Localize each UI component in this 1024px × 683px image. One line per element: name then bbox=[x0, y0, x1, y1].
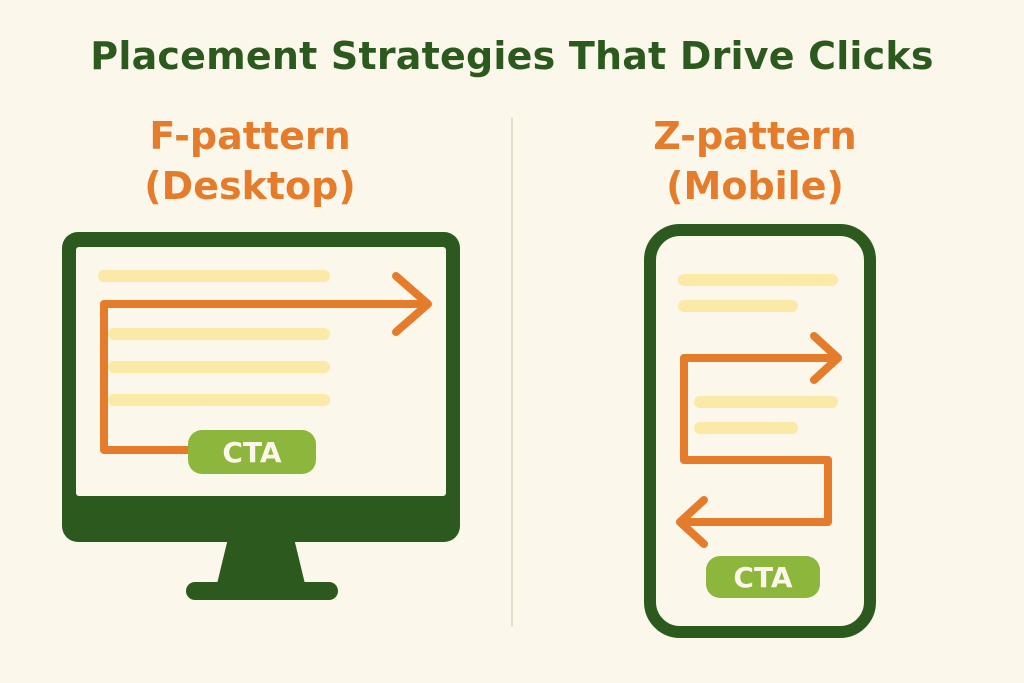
z-pattern-heading-line2: (Mobile) bbox=[666, 164, 844, 208]
f-pattern-heading: F-pattern (Desktop) bbox=[100, 111, 400, 211]
text-line bbox=[678, 300, 798, 312]
phone-side-button bbox=[868, 316, 876, 366]
mobile-cta-button bbox=[706, 556, 820, 598]
text-line bbox=[694, 396, 838, 408]
page-title: Placement Strategies That Drive Clicks bbox=[90, 34, 934, 78]
text-line bbox=[98, 270, 330, 282]
text-line bbox=[108, 328, 330, 340]
f-pattern-arrow-icon bbox=[392, 272, 432, 336]
monitor-stand bbox=[216, 530, 306, 588]
text-line bbox=[108, 394, 330, 406]
monitor-base bbox=[186, 582, 338, 600]
desktop-cta-button bbox=[188, 430, 316, 474]
z-pattern-heading-line1: Z-pattern bbox=[653, 114, 857, 158]
f-pattern-heading-line1: F-pattern bbox=[149, 114, 351, 158]
text-line bbox=[694, 422, 798, 434]
z-pattern-path bbox=[678, 354, 838, 526]
panel-divider bbox=[511, 118, 513, 626]
text-line bbox=[108, 361, 330, 373]
z-pattern-heading: Z-pattern (Mobile) bbox=[605, 111, 905, 211]
smartphone-icon: CTA bbox=[644, 224, 876, 638]
mobile-cta-label: CTA bbox=[733, 561, 792, 594]
z-pattern-arrow-bottom-icon bbox=[676, 496, 708, 548]
text-line bbox=[678, 274, 838, 286]
desktop-cta-label: CTA bbox=[222, 436, 281, 469]
f-pattern-path bbox=[100, 300, 426, 454]
f-pattern-heading-line2: (Desktop) bbox=[144, 164, 356, 208]
desktop-monitor-icon: CTA bbox=[62, 232, 460, 600]
phone-body bbox=[644, 224, 876, 638]
